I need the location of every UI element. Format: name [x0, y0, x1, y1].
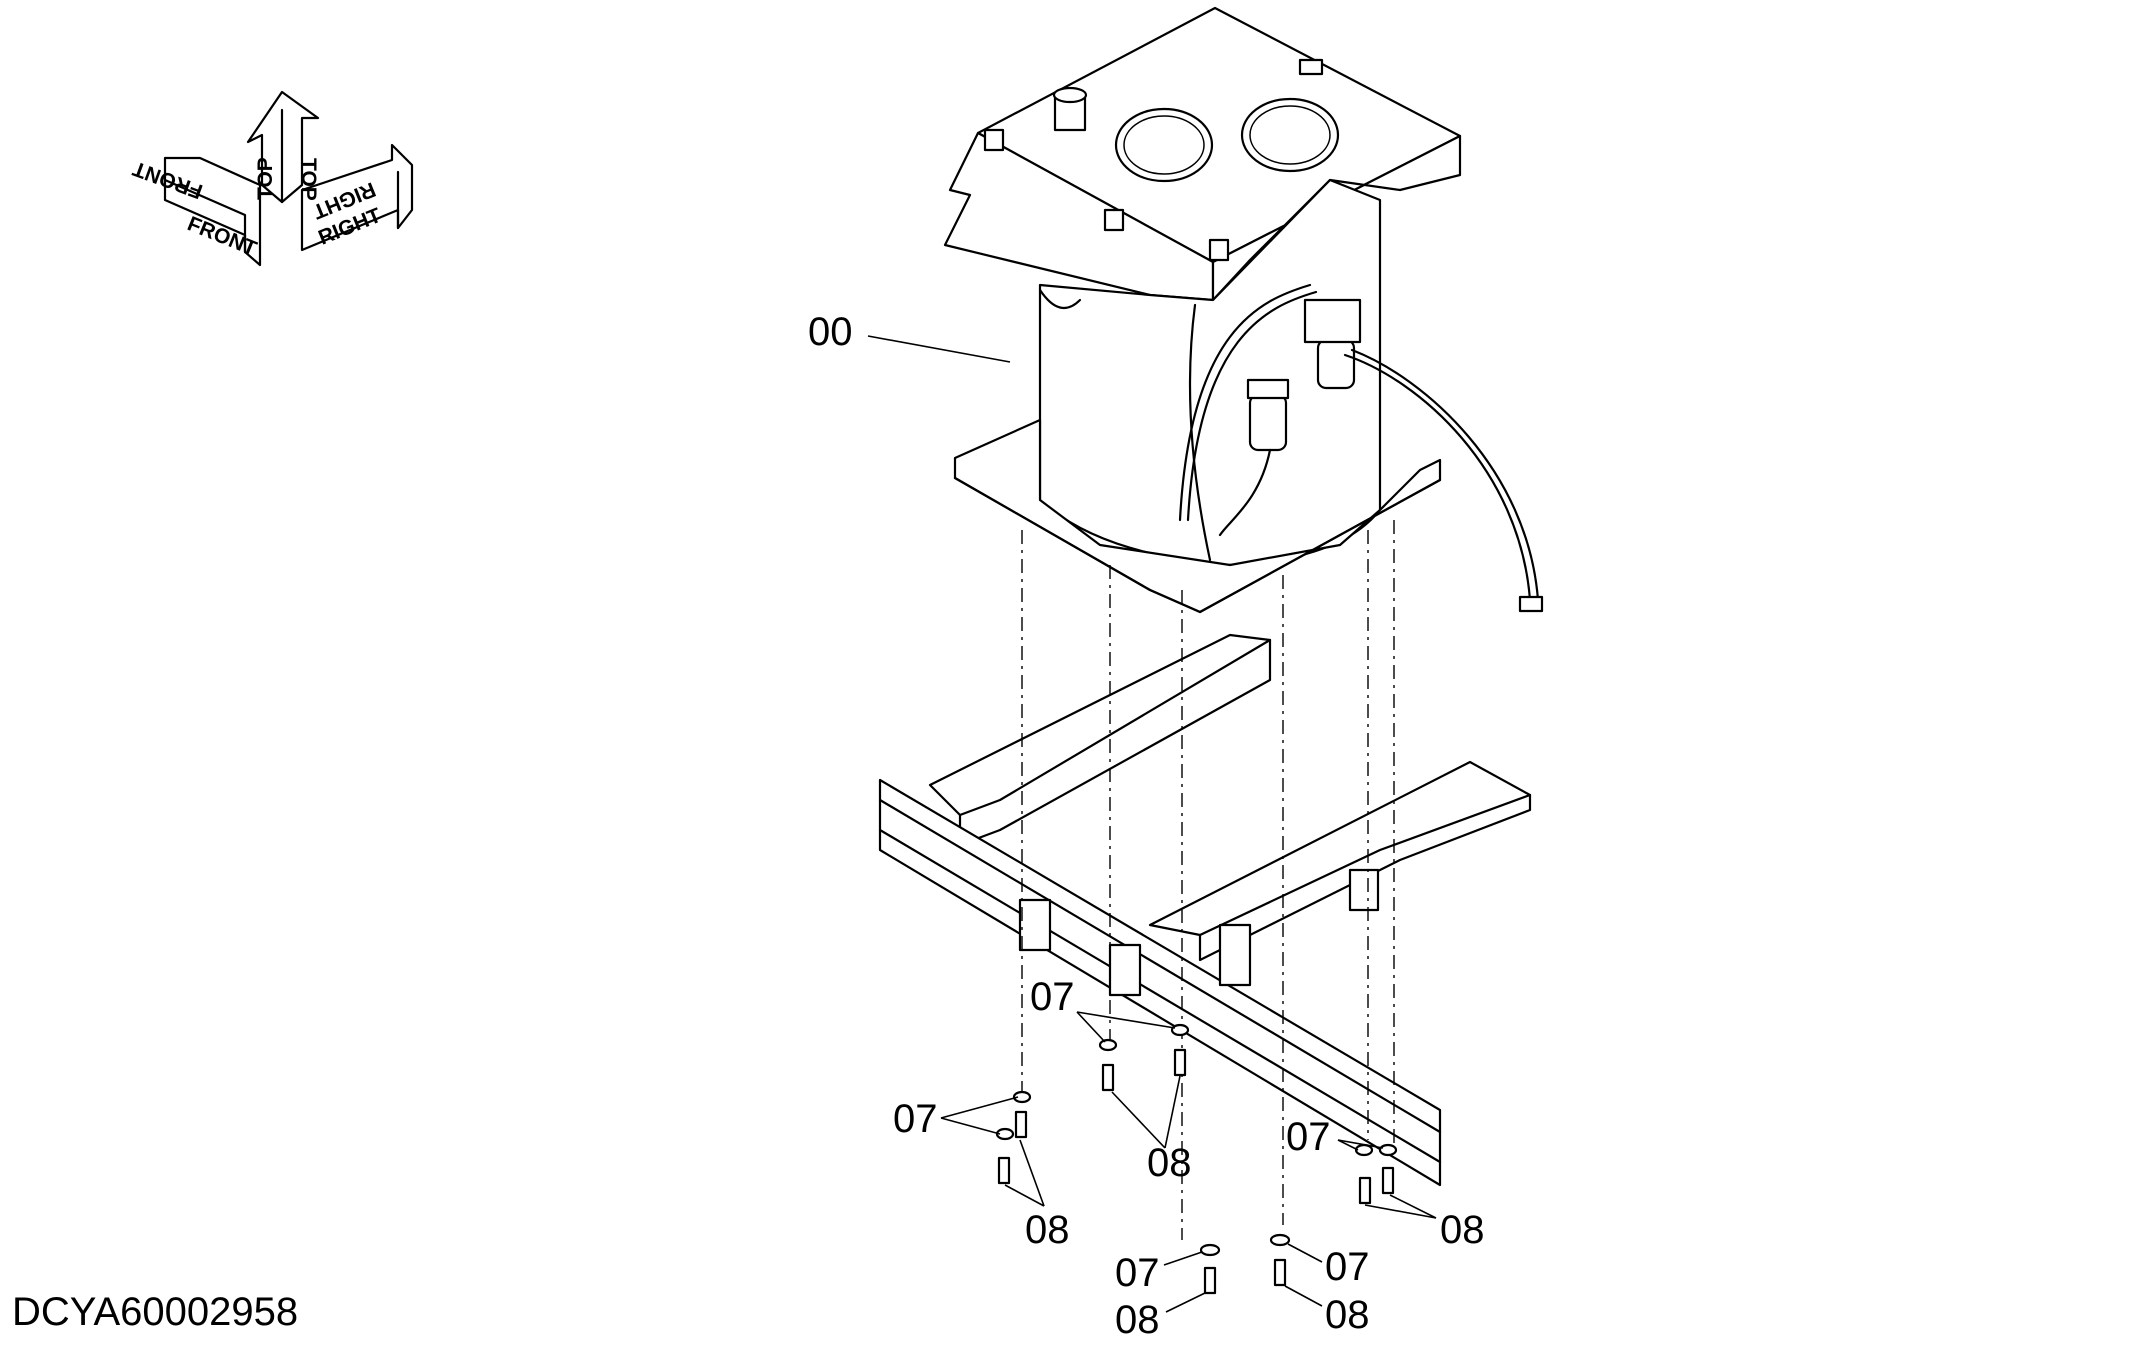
washer — [1098, 1038, 1118, 1052]
callout-07: 07 — [1325, 1245, 1370, 1289]
washer — [1012, 1090, 1032, 1104]
washer — [1170, 1023, 1190, 1037]
fuel-filter-right — [1303, 298, 1362, 390]
washer — [1269, 1233, 1291, 1247]
right-arrow — [300, 143, 414, 252]
mount-tab-3 — [1218, 923, 1252, 987]
washer — [1199, 1243, 1221, 1257]
callout-07: 07 — [1115, 1251, 1160, 1295]
lid-cover-right — [1240, 97, 1340, 173]
fuel-hose-left — [1178, 283, 1312, 522]
fuel-hose-long — [1343, 353, 1532, 602]
mounting-frame — [878, 633, 1532, 1187]
bolt — [1203, 1266, 1217, 1295]
washer — [1378, 1143, 1398, 1157]
callout-labels: 00 07 08 07 08 07 08 07 08 07 08 — [808, 310, 1485, 1342]
mount-tab-4 — [1348, 868, 1380, 912]
callout-08: 08 — [1025, 1208, 1070, 1252]
bolt — [1358, 1176, 1372, 1205]
bolt — [997, 1156, 1011, 1185]
callout-08: 08 — [1147, 1141, 1192, 1185]
fasteners — [995, 1023, 1398, 1295]
callout-08: 08 — [1325, 1293, 1370, 1337]
callout-07: 07 — [1030, 975, 1075, 1019]
callout-07: 07 — [893, 1097, 938, 1141]
mount-tab-1 — [1018, 898, 1052, 952]
bolt — [1014, 1110, 1028, 1139]
bolt — [1101, 1063, 1115, 1092]
upper-support-left — [928, 633, 1272, 817]
callout-00: 00 — [808, 310, 853, 354]
callout-07: 07 — [1286, 1115, 1331, 1159]
alignment-lines — [1021, 520, 1395, 1240]
washer — [1354, 1143, 1374, 1157]
top-label: TOP — [254, 157, 277, 200]
main-frame-rail — [878, 778, 1442, 1187]
lid-cover-left — [1114, 107, 1214, 183]
tank-assembly — [943, 6, 1544, 614]
bolt — [1173, 1048, 1187, 1077]
bolt — [1381, 1166, 1395, 1195]
callout-08: 08 — [1440, 1208, 1485, 1252]
mount-tab-2 — [1108, 943, 1142, 997]
orientation-indicator: FRONT FRONT TOP TOP RIGHT RIGHT — [130, 90, 414, 267]
top-label-mirror: TOP — [297, 158, 320, 201]
upper-support-right — [1148, 760, 1532, 937]
leader-lines — [867, 335, 1437, 1313]
bolt — [1273, 1258, 1287, 1287]
callout-08: 08 — [1115, 1298, 1160, 1341]
fuel-filter-left — [1246, 378, 1290, 452]
drawing-reference-code: DCYA60002958 — [12, 1290, 298, 1334]
